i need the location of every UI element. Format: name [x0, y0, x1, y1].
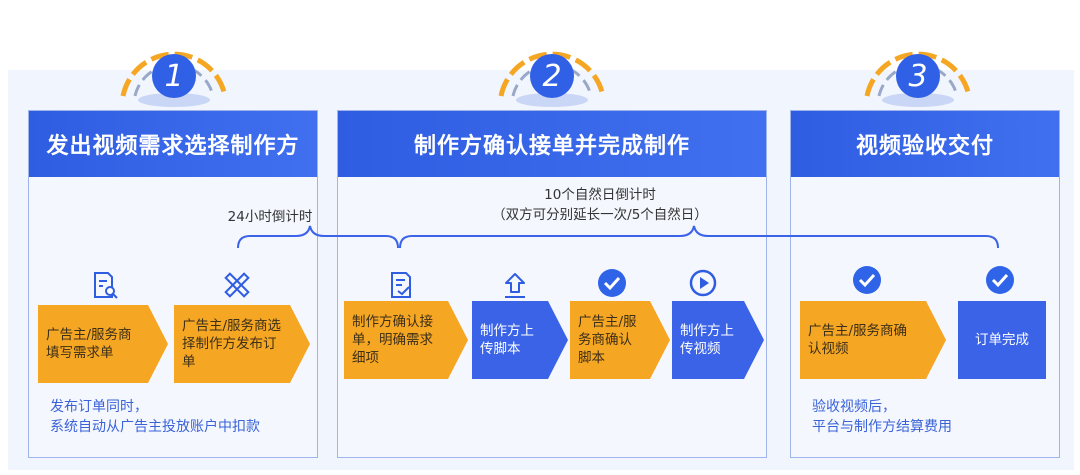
step-1-number: 1: [152, 54, 196, 98]
timer-brace-1: [237, 225, 399, 249]
note-deduct-line2: 系统自动从广告主投放账户中扣款: [50, 419, 260, 435]
step-3-number: 3: [896, 54, 940, 98]
step-2-number: 2: [530, 54, 574, 98]
box-confirm-video: 广告主/服务商确认视频: [800, 301, 946, 379]
step-panel-2: 制作方确认接单并完成制作: [337, 110, 767, 458]
step-3-title: 视频验收交付: [791, 111, 1059, 177]
badge-arc-icon: [864, 51, 972, 107]
box-select-maker: 广告主/服务商选择制作方发布订单: [174, 305, 310, 383]
box-confirm-order: 制作方确认接单，明确需求细项: [344, 301, 468, 379]
box-confirm-script: 广告主/服务商确认脚本: [570, 301, 670, 379]
document-check-icon: [391, 272, 411, 298]
check-circle-icon: [853, 266, 881, 294]
step-1-badge: 1: [109, 8, 239, 110]
timer-10day-line2: （双方可分别延长一次/5个自然日）: [492, 207, 708, 223]
play-circle-icon: [689, 269, 717, 297]
check-circle-icon: [986, 266, 1014, 294]
timer-10day-line1: 10个自然日倒计时: [544, 187, 656, 203]
step-panel-3: 视频验收交付: [790, 110, 1060, 458]
note-settle-line2: 平台与制作方结算费用: [812, 419, 952, 435]
badge-arc-icon: [120, 51, 228, 107]
check-circle-icon: [598, 269, 626, 297]
box-fill-demand: 广告主/服务商填写需求单: [38, 305, 168, 383]
step-panel-1: 发出视频需求选择制作方: [28, 110, 318, 458]
note-settle-line1: 验收视频后，: [812, 399, 896, 415]
box-order-complete: 订单完成: [958, 301, 1046, 379]
timer-24h: 24小时倒计时: [227, 209, 313, 225]
step-2-badge: 2: [487, 8, 617, 110]
document-search-icon: [94, 272, 118, 299]
pencil-ruler-icon: [224, 272, 250, 298]
box-upload-video: 制作方上传视频: [672, 301, 764, 379]
timer-brace-2: [399, 225, 999, 249]
step-3-badge: 3: [853, 8, 983, 110]
note-deduct-line1: 发布订单同时，: [50, 399, 148, 415]
box-upload-script: 制作方上传脚本: [472, 301, 568, 379]
step-1-title: 发出视频需求选择制作方: [29, 111, 317, 177]
badge-arc-icon: [498, 51, 606, 107]
upload-icon: [505, 273, 525, 298]
step-2-title: 制作方确认接单并完成制作: [338, 111, 766, 177]
